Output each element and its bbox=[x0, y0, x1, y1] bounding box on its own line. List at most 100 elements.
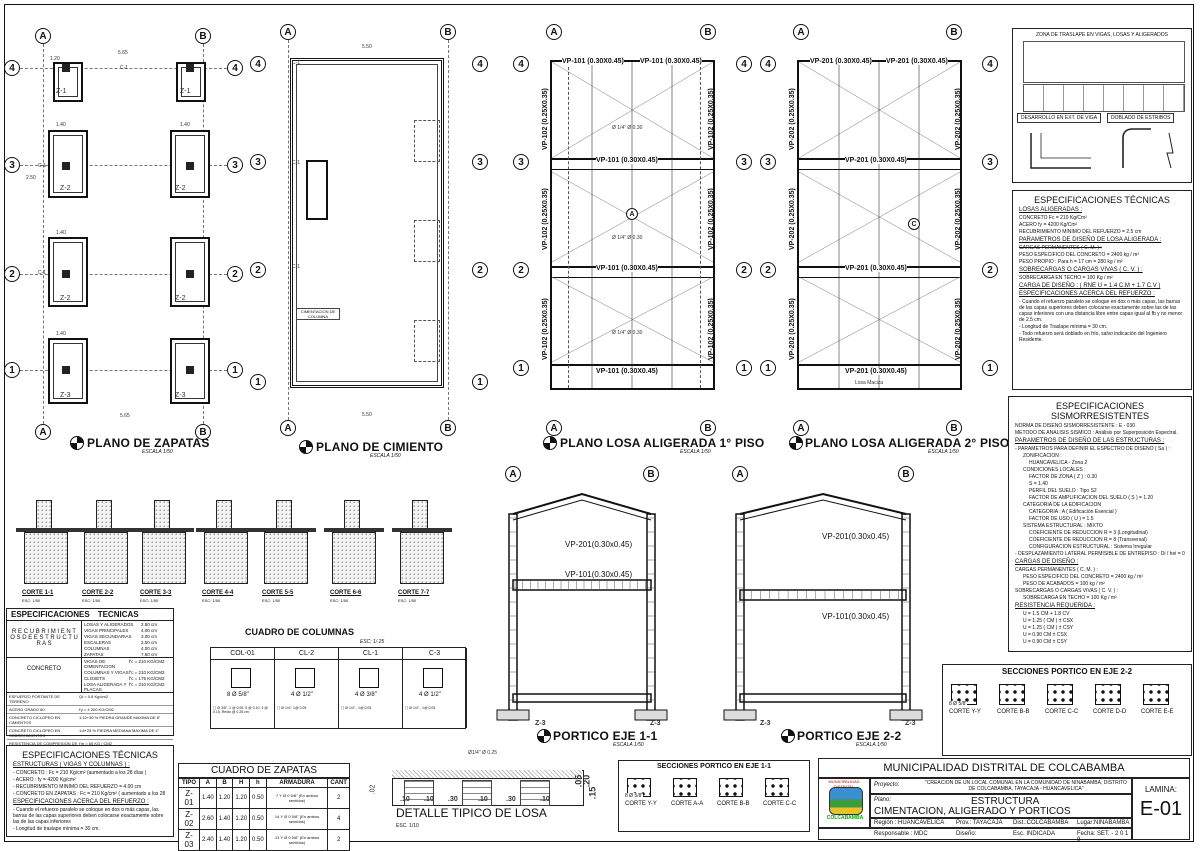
spec-sismo-title: ESPECIFICACIONES SISMORRESISTENTES bbox=[1050, 401, 1149, 421]
column-type-cell bbox=[275, 660, 339, 728]
portico1-scale: ESCALA 1/50 bbox=[613, 742, 644, 748]
l2-axis-a2: A bbox=[793, 420, 809, 436]
zap-cell: 1.20 bbox=[232, 808, 251, 830]
corte-label: CORTE 7-7 bbox=[398, 590, 430, 596]
spec-right-box: ESPECIFICACIONES TÉCNICAS LOSAS ALIGERAD… bbox=[1012, 190, 1192, 390]
l2-vp201-a: VP-201 (0.30X0.45) bbox=[810, 58, 872, 65]
l1-axis-a: A bbox=[546, 24, 562, 40]
corte-scale: ESC: 1/50 bbox=[330, 598, 349, 603]
l2-note: Losa Maciza bbox=[855, 380, 884, 386]
sismo-l23: SOBRECARGA EN TECHO = 100 Kg / m² bbox=[1023, 595, 1117, 601]
cim-dim2: 5.50 bbox=[362, 412, 372, 418]
column-stirrups: ▢ Ø 1/4" , 1@ 0.05 bbox=[341, 706, 372, 710]
zap-cell: 1.20 bbox=[232, 829, 251, 851]
sismo-h1: PARAMETROS DE DISEÑO DE LAS ESTRUCTURAS … bbox=[1015, 438, 1165, 444]
p1-vp201: VP-201(0.30x0.45) bbox=[565, 540, 633, 549]
corte-scale: ESC: 1/50 bbox=[22, 598, 41, 603]
column-type-header: CL-1 bbox=[339, 648, 403, 660]
corte-label: CORTE 3-3 bbox=[140, 590, 172, 596]
zap-header: A bbox=[198, 778, 217, 788]
corte-scale: ESC: 1/50 bbox=[140, 598, 159, 603]
tb-plano: Plano: ESTRUCTURA CIMENTACION, ALIGERADO… bbox=[870, 794, 1132, 818]
l2-axis-3r: 3 bbox=[982, 154, 998, 170]
corte-footing bbox=[204, 532, 248, 584]
tb-proyecto-value: "CREACION DE UN LOCAL COMUNAL EN LA COMU… bbox=[925, 780, 1127, 792]
esp-extra-val: f'm = 65 KG / CM2 bbox=[79, 741, 112, 746]
tb-resp-value: Responsable : MDC bbox=[874, 831, 928, 837]
axis-4-bubble: 4 bbox=[4, 60, 20, 76]
axis-a-bubble-bottom: A bbox=[35, 424, 51, 440]
sismo-u0: U = 1.5 CM + 1.8 CV bbox=[1023, 611, 1070, 617]
l1-axis-3: 3 bbox=[513, 154, 529, 170]
axis-3-bubble-r: 3 bbox=[227, 157, 243, 173]
z2-label: Z-2 bbox=[60, 185, 71, 192]
tb-esc: Esc. INDICADA bbox=[1013, 831, 1056, 837]
zap-cell: Z-01 bbox=[178, 787, 200, 809]
esp-conc-val: f'c = 210 KG/CM2 bbox=[129, 669, 165, 675]
footing-z3-b1 bbox=[170, 338, 210, 404]
p1-z3-b: Z-3 bbox=[650, 720, 661, 727]
l2-vp202-e: VP-202 (0.25X0.35) bbox=[955, 188, 962, 250]
l1-vp102-a: VP-102 (0.25X0.35) bbox=[542, 88, 549, 150]
cim-axis-4: 4 bbox=[250, 56, 266, 72]
cim-dim: 5.50 bbox=[362, 44, 372, 50]
esp-conc-key: CLOSETS bbox=[84, 675, 106, 681]
tb-proyecto: Proyecto: "CREACION DE UN LOCAL COMUNAL … bbox=[870, 778, 1132, 794]
section-bars: 8 Ø 5/8" bbox=[625, 793, 644, 800]
esp-extra-key: CONCRETO CICLOPEO EN CIMIENTOS bbox=[9, 715, 61, 725]
tb-location: Región : HUANCAVELICA Prov.: TAYACAJA Di… bbox=[870, 818, 1132, 828]
cimiento-outline bbox=[290, 58, 444, 388]
column-type-cell bbox=[403, 660, 467, 728]
esp-row-key: LOSAS Y ALIGERADOS bbox=[84, 621, 134, 627]
tb-logo-top: MUNICIPALIDAD DISTRITAL bbox=[828, 779, 860, 789]
column-bars: 4 Ø 3/8" bbox=[355, 692, 377, 698]
l1-vp101-b: VP-101 (0.30X0.45) bbox=[640, 58, 702, 65]
zap-cell: 0.50 bbox=[249, 787, 267, 809]
north-icon-6 bbox=[781, 729, 795, 743]
column-bars: 8 Ø 5/8" bbox=[227, 692, 249, 698]
tb-lamina: LAMINA: E-01 bbox=[1132, 778, 1190, 840]
losa-d10-d: .10 bbox=[540, 796, 550, 803]
sismo-h2: CARGAS DE DISEÑO : bbox=[1015, 559, 1079, 565]
corte-slab bbox=[324, 528, 384, 532]
esp-row-key: ESCALERAS bbox=[84, 639, 112, 645]
corte-footing bbox=[84, 532, 128, 584]
z2-label-2b: Z-2 bbox=[175, 295, 186, 302]
sismo-l1: NORMA DE DISEÑO SISMORRESISTENTE : E - 0… bbox=[1015, 423, 1136, 429]
sismo-l12: CATEGORIA : A ( Edificación Esencial ) bbox=[1029, 509, 1117, 515]
tb-logo-box: MUNICIPALIDAD DISTRITAL COLCABAMBA bbox=[818, 778, 870, 828]
portico1-title: PORTICO EJE 1-1 bbox=[553, 729, 658, 743]
l1-axis-2: 2 bbox=[513, 262, 529, 278]
l2-axis-b2: B bbox=[946, 420, 962, 436]
p2-axis-a: A bbox=[732, 466, 748, 482]
cim-c1c: C-1 bbox=[292, 264, 301, 270]
esp-extra-key: CONCRETO CICLOPEO EN SOBRECIMIENTOS bbox=[9, 728, 61, 738]
p2-z3-b: Z-3 bbox=[905, 720, 916, 727]
losa1-scale: ESCALA 1/50 bbox=[680, 449, 711, 455]
column-bars: 4 Ø 1/2" bbox=[419, 692, 441, 698]
esp-conc-key: COLUMNAS Y VIGAS bbox=[84, 669, 129, 675]
l1-vp102-c: VP-102 (0.25X0.35) bbox=[542, 298, 549, 360]
tb-prov: Prov.: TAYACAJA bbox=[956, 820, 1003, 826]
corte-footing bbox=[264, 532, 308, 584]
l2-vp201-e: VP-201 (0.30X0.45) bbox=[845, 368, 907, 375]
p2-vp201: VP-201(0.30x0.45) bbox=[822, 532, 890, 541]
dim-total: 5.65 bbox=[118, 50, 128, 56]
corte-stem bbox=[412, 500, 428, 532]
tb-lamina-label: LAMINA: bbox=[1144, 785, 1177, 794]
drawing-sheet bbox=[4, 4, 1194, 842]
sismo-l4: ZONIFICACION : bbox=[1023, 453, 1062, 459]
cim-axis-2r: 2 bbox=[472, 262, 488, 278]
tb-logo-text: COLCABAMBA bbox=[826, 815, 864, 821]
sismo-l10: FACTOR DE AMPLIFICACION DEL SUELO ( S ) … bbox=[1029, 495, 1154, 501]
spec-right-h3: CARGAS PERMANENTES ( C. M. ) : bbox=[1019, 245, 1102, 251]
l2-axis-a: A bbox=[793, 24, 809, 40]
l1-axis-4: 4 bbox=[513, 56, 529, 72]
esp-conc-key: LOSA ALIGERADA Y PLACAS bbox=[84, 681, 127, 692]
column-stirrups: ▢ Ø 3/8", 1 @ 0.05, 5 @ 0.10, 3 @ 0.15, … bbox=[213, 706, 268, 714]
spec-bottom-l1: - CONCRETO : Fc = 210 Kg/cm² (aumentado … bbox=[13, 770, 147, 776]
